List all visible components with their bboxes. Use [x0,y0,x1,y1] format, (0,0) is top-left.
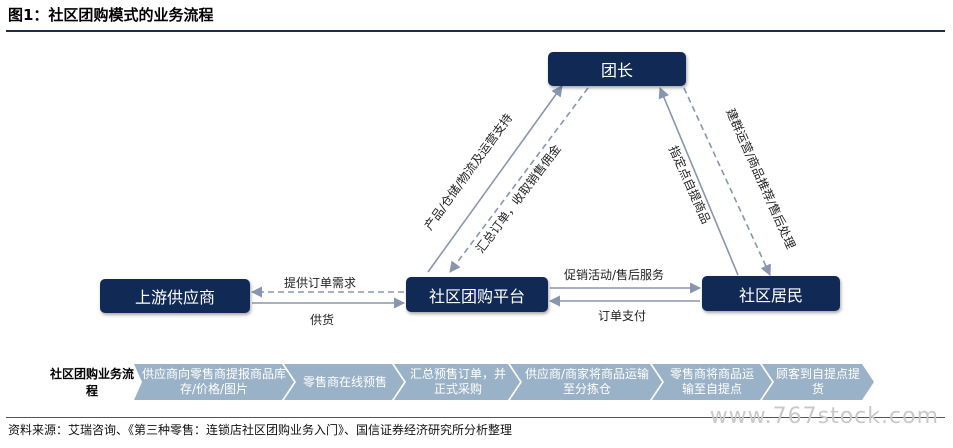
node-leader: 团长 [548,52,686,86]
arrow-leader-to-resident [683,87,771,277]
process-step-6 [762,364,874,400]
label-resident-to-platform: 订单支付 [598,309,647,323]
arrow-leader-to-platform [449,87,589,273]
process-step-1-text: 供应商向零售商提报商品库存/价格/图片 [142,367,287,396]
label-platform-to-supplier: 提供订单需求 [284,276,357,290]
process-step-6-text: 顾客到自提点提货 [776,367,861,396]
title-rule [6,30,945,32]
arrow-platform-to-leader [427,85,563,273]
node-platform: 社区团购平台 [406,277,548,312]
watermark: www.767stock.com [709,404,939,429]
node-supplier: 上游供应商 [100,279,250,313]
process-step-3 [394,364,520,400]
process-step-1 [134,364,294,400]
process-step-4-text: 供应商/商家将商品运输至分拣仓 [524,367,650,396]
process-label: 社区团购业务流程 [50,367,135,398]
process-step-4 [510,364,662,400]
node-resident: 社区居民 [702,276,840,311]
source-rule [6,417,945,418]
source-note: 资料来源：艾瑞咨询、《第三种零售：连锁店社区团购业务入门》、国信证券经济研究所分… [8,423,513,437]
process-step-5-text: 零售商将商品运输至自提点 [669,367,754,396]
process-step-2-text: 零售商在线预售 [302,374,387,389]
arrow-resident-to-leader [658,86,739,276]
label-platform-to-resident: 促销活动/售后服务 [564,268,665,282]
figure-title: 图1：社区团购模式的业务流程 [8,6,214,24]
process-step-5 [652,364,772,400]
process-step-2 [284,364,404,400]
process-step-3-text: 汇总预售订单，并正式采购 [409,367,506,396]
label-supplier-to-platform: 供货 [310,313,335,327]
